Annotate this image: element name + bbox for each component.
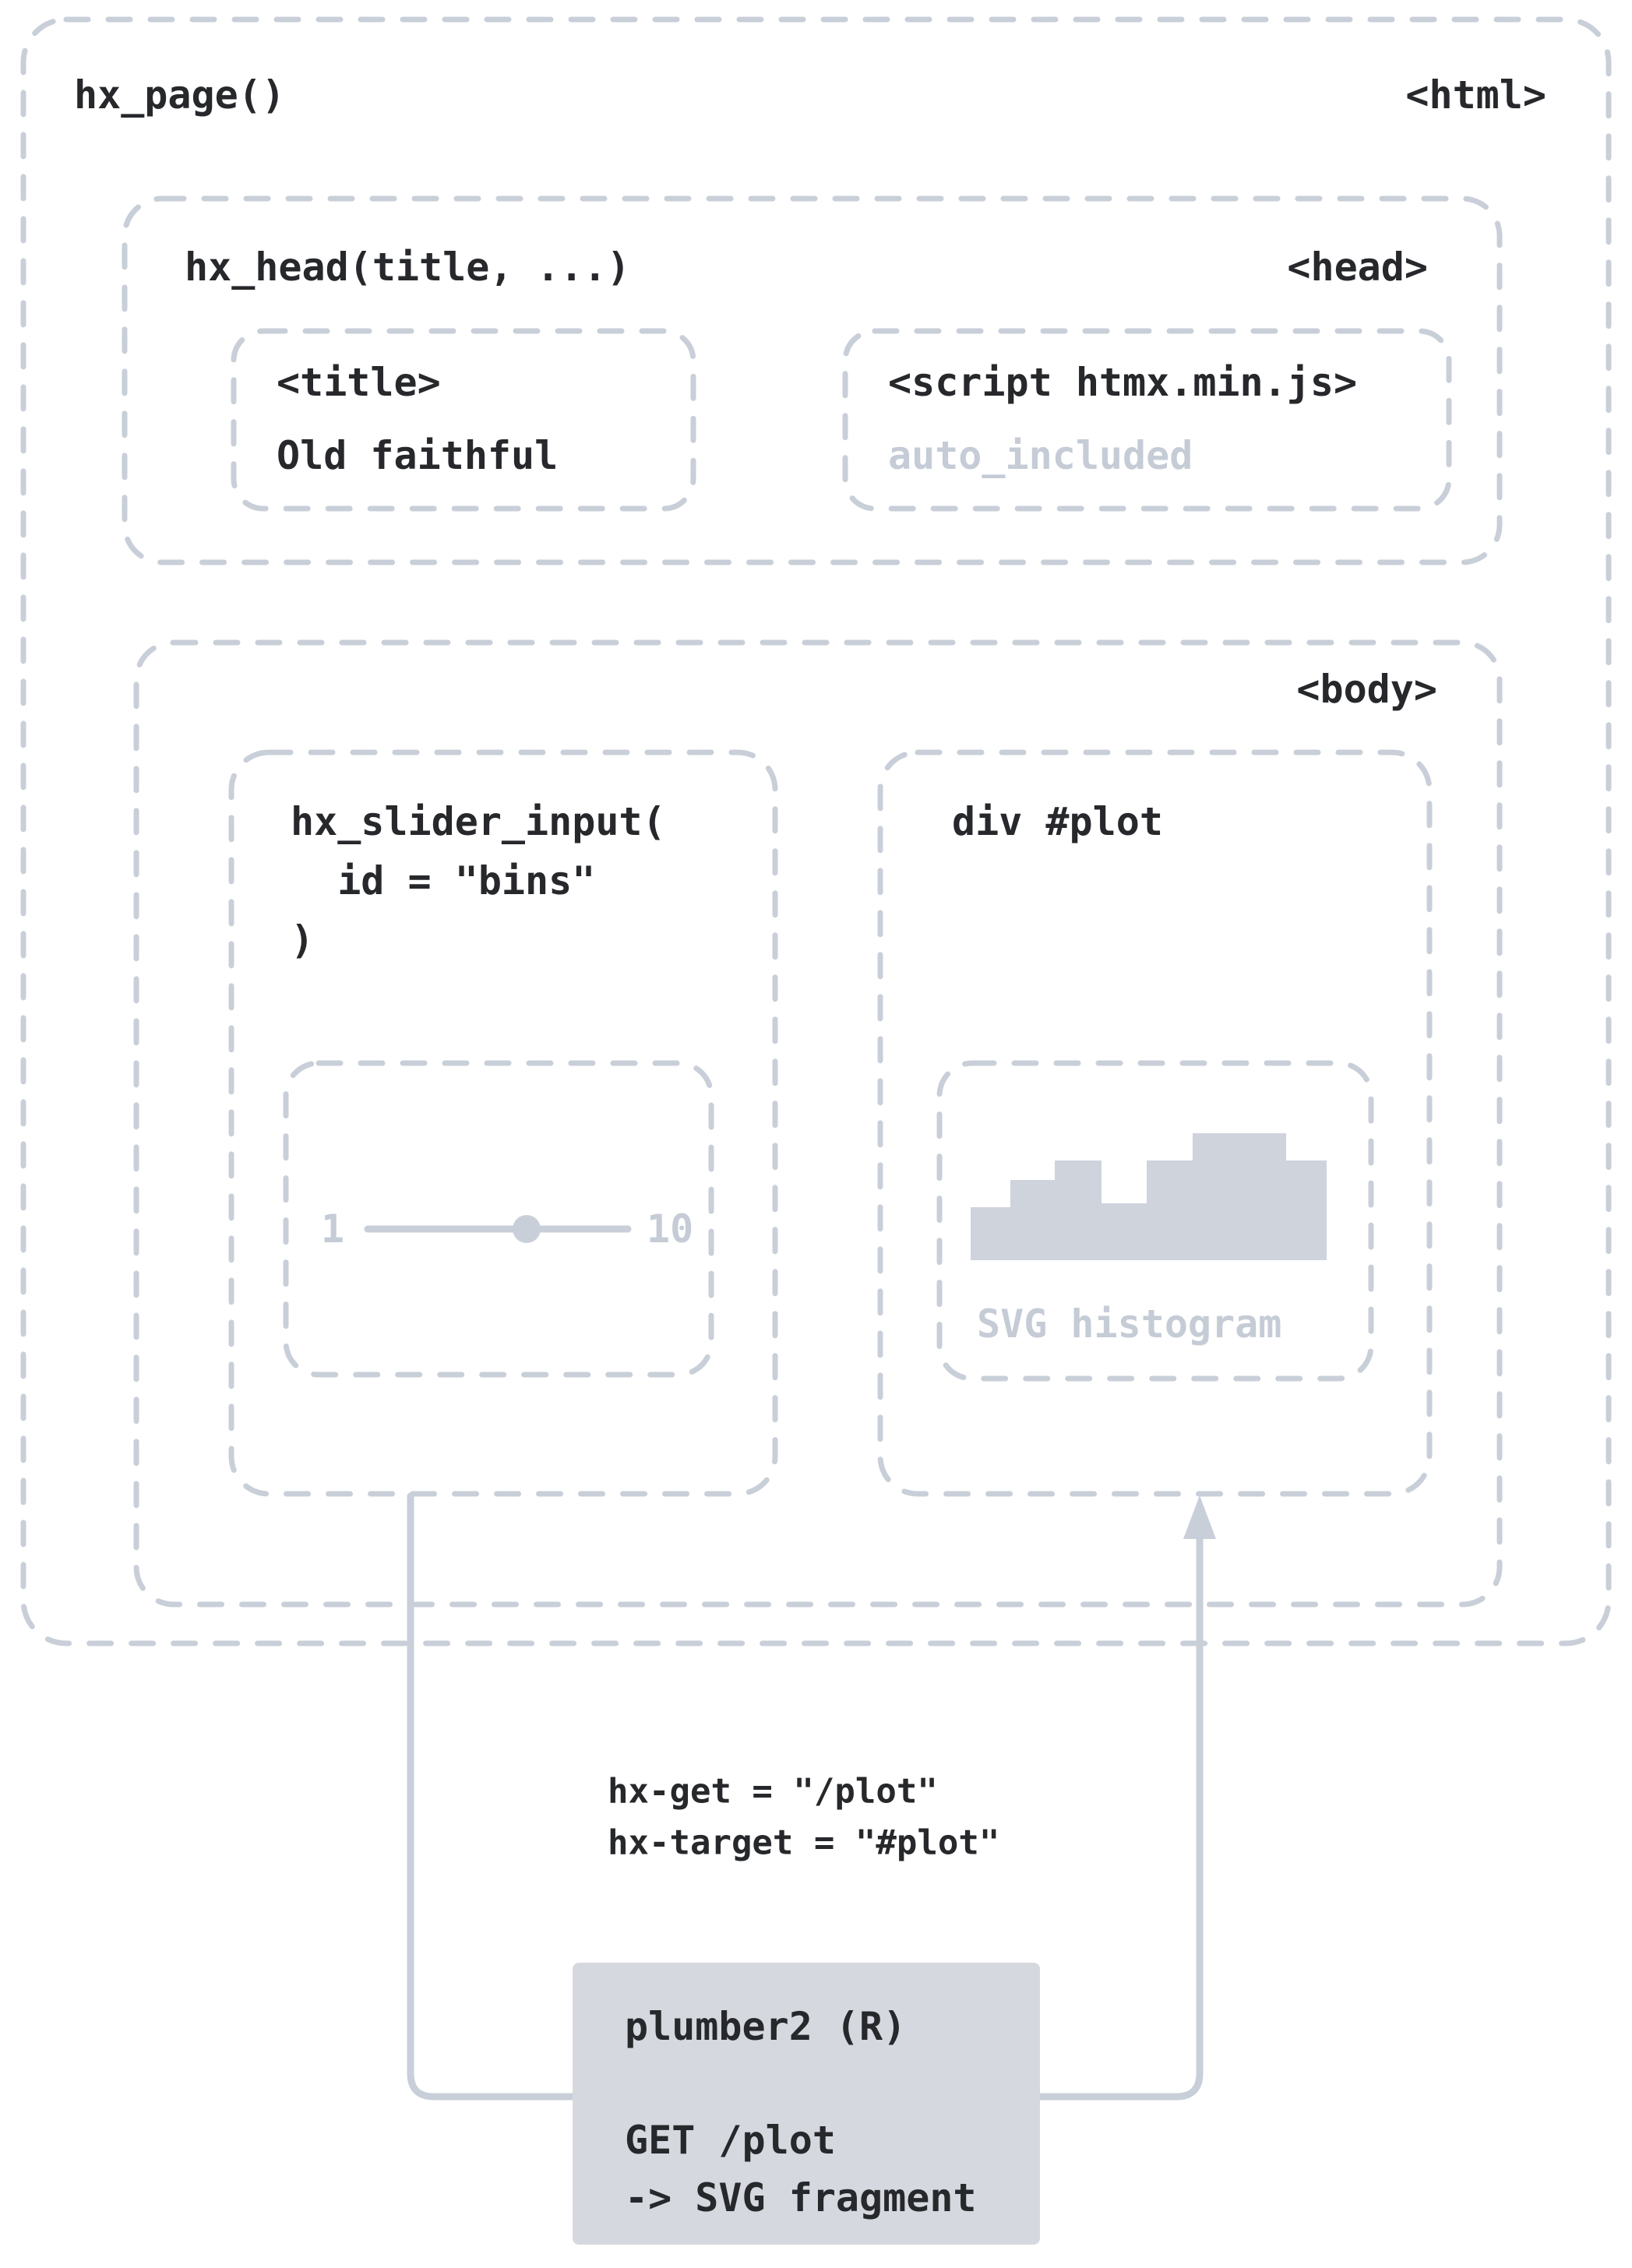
histogram-shape — [971, 1133, 1327, 1260]
histogram-widget-box-border — [936, 1060, 1374, 1382]
script-box-border — [842, 328, 1452, 512]
title-box-border — [231, 328, 696, 512]
script-tag-label: <script htmx.min.js> — [888, 360, 1358, 405]
body-tag-label: <body> — [1296, 667, 1437, 712]
plumber2-server-box — [573, 1963, 1040, 2245]
server-title-label: plumber2 (R) — [625, 2004, 907, 2049]
html-box-border — [20, 16, 1612, 1646]
script-note-label: auto_included — [888, 433, 1193, 478]
slider-code-line3: ) — [291, 917, 315, 963]
body-box-border — [133, 639, 1503, 1608]
plot-code-label: div #plot — [952, 799, 1163, 844]
arrow-up-icon — [1183, 1495, 1216, 1539]
html-tag-label: <html> — [1405, 72, 1546, 118]
slider-max-label: 10 — [647, 1206, 694, 1252]
title-value-label: Old faithful — [277, 433, 559, 478]
hx-target-attr-label: hx-target = "#plot" — [608, 1822, 1000, 1863]
slider-box-border — [228, 749, 778, 1497]
head-tag-label: <head> — [1287, 245, 1428, 290]
title-tag-label: <title> — [277, 360, 441, 405]
hx-get-attr-label: hx-get = "/plot" — [608, 1771, 938, 1812]
server-request-label: GET /plot — [625, 2118, 836, 2163]
slider-min-label: 1 — [321, 1206, 345, 1252]
head-box-border — [122, 195, 1503, 565]
slider-code-line1: hx_slider_input( — [291, 799, 666, 844]
hx-head-label: hx_head(title, ...) — [185, 245, 630, 290]
slider-thumb[interactable] — [513, 1215, 541, 1243]
plot-box-border — [877, 749, 1433, 1497]
slider-widget-box-border — [283, 1060, 714, 1378]
slider-code-line2: id = "bins" — [291, 858, 596, 903]
hx-page-label: hx_page() — [74, 72, 285, 118]
server-response-label: -> SVG fragment — [625, 2175, 977, 2220]
histogram-caption: SVG histogram — [977, 1301, 1282, 1347]
